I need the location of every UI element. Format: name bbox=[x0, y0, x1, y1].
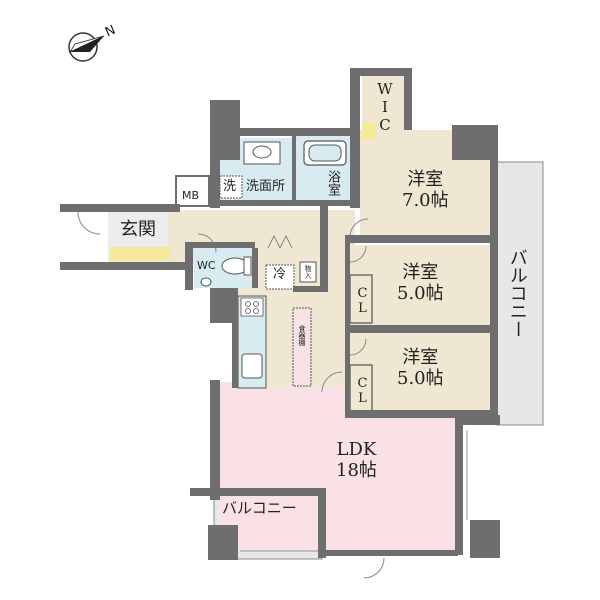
closet-1-label: CL bbox=[354, 286, 370, 316]
entrance-step bbox=[110, 247, 170, 261]
bathtub-icon bbox=[303, 140, 347, 166]
ldk-size: 18帖 bbox=[336, 459, 377, 481]
dish-shelf-label: 食器棚 bbox=[298, 325, 307, 346]
fridge-spot bbox=[265, 264, 295, 290]
walls bbox=[60, 68, 500, 560]
sink-icon bbox=[243, 141, 281, 165]
western-room-3-name: 洋室 bbox=[402, 347, 439, 368]
western-room-3-size: 5.0帖 bbox=[397, 367, 444, 389]
double-door-icon bbox=[267, 234, 293, 249]
ldk-label: LDK 18帖 bbox=[336, 439, 377, 481]
washroom-label: 洗面所 bbox=[246, 179, 286, 194]
balcony-east bbox=[496, 161, 544, 426]
storage-label: 物入 bbox=[304, 265, 313, 279]
western2-floor bbox=[350, 245, 493, 330]
wic-step bbox=[362, 122, 376, 140]
western-room-2-label: 洋室 5.0帖 bbox=[397, 262, 444, 304]
fridge-label: 冷 bbox=[273, 267, 287, 282]
wc-label: WC bbox=[197, 259, 216, 272]
balcony-east-label: バルコニー bbox=[506, 248, 528, 338]
door-swings bbox=[77, 211, 385, 579]
wic-label: WIC bbox=[376, 80, 394, 134]
balcony-south-label: バルコニー bbox=[222, 499, 297, 517]
storage-box bbox=[299, 261, 317, 283]
mb-label: MB bbox=[182, 189, 200, 202]
western-room-3-label: 洋室 5.0帖 bbox=[397, 347, 444, 389]
western-room-2-name: 洋室 bbox=[402, 262, 439, 283]
western-room-2-size: 5.0帖 bbox=[397, 282, 444, 304]
kitchen-sink-icon bbox=[241, 353, 263, 379]
stove-icon bbox=[240, 297, 264, 317]
western-room-1-size: 7.0帖 bbox=[402, 189, 449, 211]
dish-shelf-box bbox=[292, 307, 312, 387]
compass-icon bbox=[68, 32, 105, 62]
western-room-1-label: 洋室 7.0帖 bbox=[402, 169, 449, 211]
closet-2-label: CL bbox=[354, 376, 370, 406]
western3-floor bbox=[350, 333, 493, 415]
mb-box bbox=[175, 175, 210, 207]
western-room-1-name: 洋室 bbox=[407, 169, 444, 190]
entrance-label: 玄関 bbox=[120, 219, 156, 240]
ldk-name: LDK bbox=[336, 439, 377, 460]
washing-machine-label: 洗 bbox=[223, 179, 237, 194]
toilet-icon bbox=[200, 256, 252, 287]
bath-label: 浴室 bbox=[324, 170, 340, 196]
